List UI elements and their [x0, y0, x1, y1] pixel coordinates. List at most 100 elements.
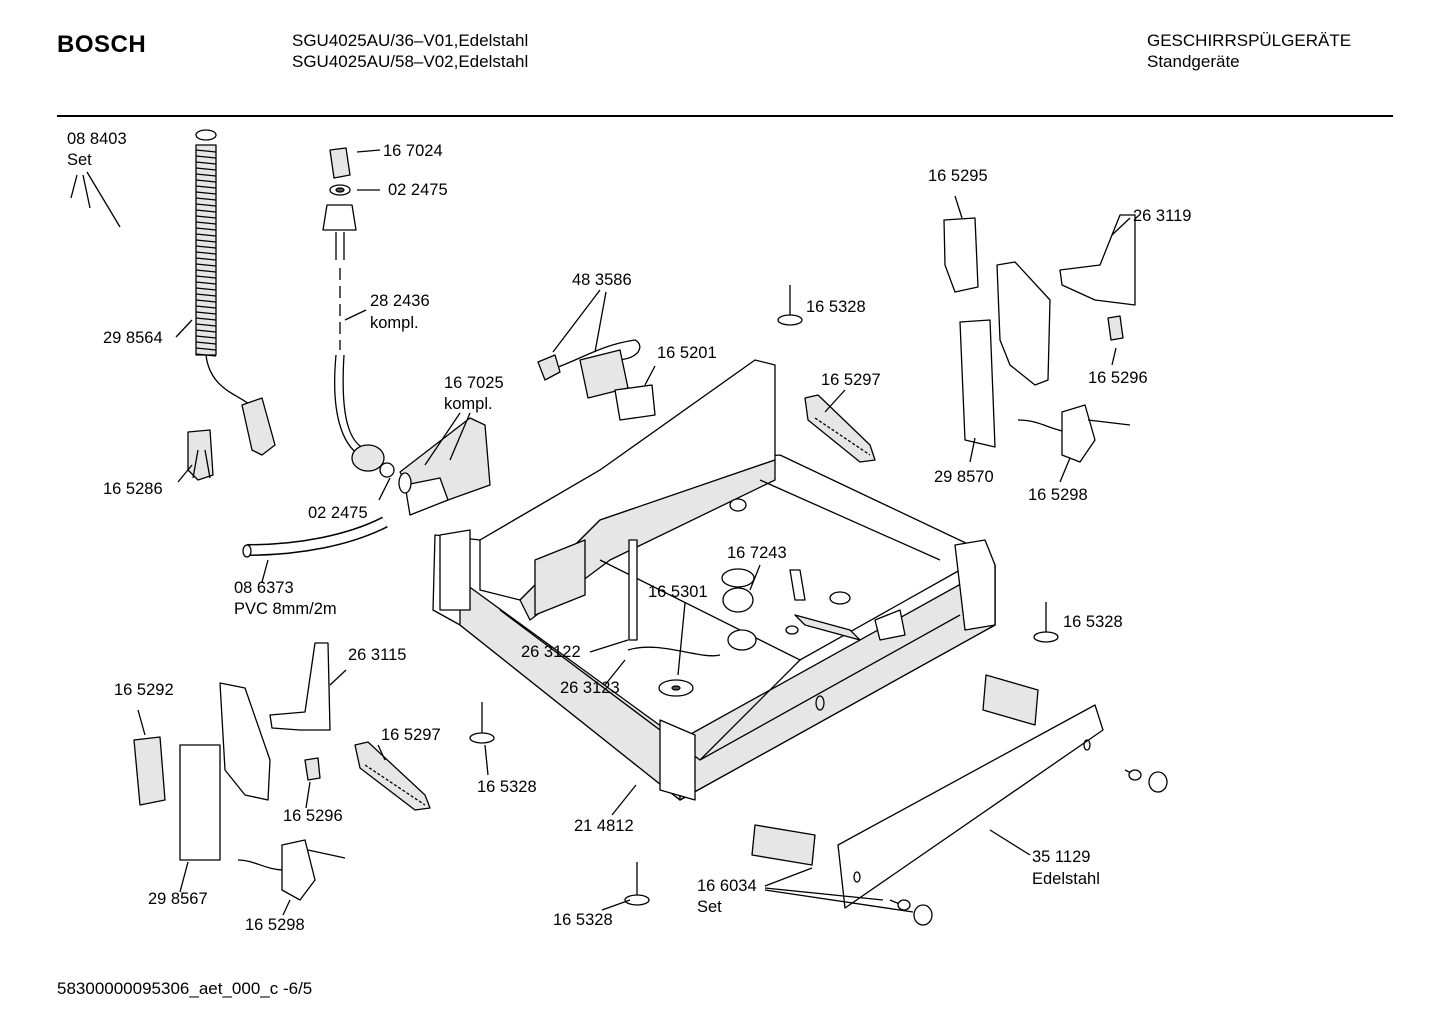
label-165298-a: 16 5298 [1028, 486, 1088, 504]
document-code: 58300000095306_aet_000_c -6/5 [57, 979, 313, 998]
screw-d [624, 862, 650, 906]
hose-rib [195, 197, 217, 201]
cable-harness-drawing [537, 339, 656, 421]
hose-rib [195, 317, 217, 321]
label-166034-set: Set [697, 898, 722, 916]
label-298567: 29 8567 [148, 890, 208, 908]
appliance-category: GESCHIRRSPÜLGERÄTE Standgeräte [1147, 30, 1351, 72]
screw-drawings [469, 285, 1059, 906]
label-351129: 35 1129 [1032, 848, 1090, 866]
hose-rib [195, 239, 217, 243]
kickplate-drawing [751, 674, 1168, 926]
model-line: SGU4025AU/36–V01,Edelstahl [292, 31, 529, 50]
label-166034: 16 6034 [697, 877, 757, 895]
hose-rib [195, 341, 217, 345]
category-subtitle: Standgeräte [1147, 52, 1240, 71]
spring-drawings [354, 394, 876, 811]
hose-rib [195, 191, 217, 195]
left-hinge-drawing [133, 642, 346, 901]
model-line: SGU4025AU/58–V02,Edelstahl [292, 52, 529, 71]
brand-logo: BOSCH [57, 31, 147, 58]
label-483586: 48 3586 [572, 271, 632, 289]
hose-rib [195, 275, 217, 279]
label-165296-b: 16 5296 [283, 807, 343, 825]
hose-rib [195, 179, 217, 183]
label-167243: 16 7243 [727, 544, 787, 562]
label-086373-pvc: PVC 8mm/2m [234, 600, 337, 618]
label-165292: 16 5292 [114, 681, 174, 699]
hose-rib [195, 305, 217, 309]
hose-rib [195, 311, 217, 315]
label-165298-b: 16 5298 [245, 916, 305, 934]
hose-rib [195, 329, 217, 333]
hose-rib [195, 227, 217, 231]
label-167025-kompl: kompl. [444, 395, 493, 413]
label-165296-a: 16 5296 [1088, 369, 1148, 387]
hose-rib [195, 257, 217, 261]
base-tub-drawing [432, 359, 996, 801]
label-351129-edelstahl: Edelstahl [1032, 870, 1100, 888]
label-263115: 26 3115 [348, 646, 406, 664]
hose-rib [195, 287, 217, 291]
label-165297-b: 16 5297 [381, 726, 441, 744]
label-298570: 29 8570 [934, 468, 994, 486]
hose-rib [195, 299, 217, 303]
header-divider [57, 115, 1393, 117]
hose-rib [195, 293, 217, 297]
right-hinge-drawing [943, 214, 1136, 463]
drain-hose-drawing [70, 129, 276, 456]
label-263122: 26 3122 [521, 643, 581, 661]
inlet-hose-drawing [322, 147, 491, 516]
label-165201: 16 5201 [657, 344, 717, 362]
hose-rib [195, 281, 217, 285]
hose-clip-drawing [187, 429, 214, 481]
label-165286: 16 5286 [103, 480, 163, 498]
label-022475-top: 02 2475 [388, 181, 448, 199]
model-list: SGU4025AU/36–V01,Edelstahl SGU4025AU/58–… [292, 30, 528, 72]
hose-rib [195, 209, 217, 213]
hose-rib [195, 233, 217, 237]
hose-rib [195, 155, 217, 159]
label-165297-a: 16 5297 [821, 371, 881, 389]
label-165328-b: 16 5328 [1063, 613, 1123, 631]
screw-b [1033, 602, 1059, 643]
label-263119: 26 3119 [1133, 207, 1191, 225]
label-088403-set: Set [67, 151, 92, 169]
label-165301: 16 5301 [648, 583, 708, 601]
label-282436-kompl: kompl. [370, 314, 419, 332]
screw-a [777, 285, 803, 326]
hose-rib [195, 251, 217, 255]
label-086373: 08 6373 [234, 579, 294, 597]
label-165328-c: 16 5328 [477, 778, 537, 796]
label-165295: 16 5295 [928, 167, 988, 185]
hose-rib [195, 149, 217, 153]
hose-rib [195, 185, 217, 189]
label-298564: 29 8564 [103, 329, 163, 347]
pvc-tube-drawing [242, 516, 388, 558]
hose-rib [195, 173, 217, 177]
part-number-labels: 08 8403 Set 29 8564 16 7024 02 2475 28 2… [67, 130, 1191, 934]
label-167024: 16 7024 [383, 142, 443, 160]
hose-rib [195, 269, 217, 273]
label-165328-a: 16 5328 [806, 298, 866, 316]
hose-rib [195, 215, 217, 219]
hose-rib [195, 335, 217, 339]
hose-rib [195, 323, 217, 327]
leader-lines [137, 149, 1131, 916]
label-214812: 21 4812 [574, 817, 634, 835]
label-167025: 16 7025 [444, 374, 504, 392]
label-088403: 08 8403 [67, 130, 127, 148]
category-title: GESCHIRRSPÜLGERÄTE [1147, 31, 1352, 50]
hose-rib [195, 161, 217, 165]
label-022475-bottom: 02 2475 [308, 504, 368, 522]
screw-c [469, 702, 495, 744]
label-282436: 28 2436 [370, 292, 430, 310]
label-165328-d: 16 5328 [553, 911, 613, 929]
hose-rib [195, 245, 217, 249]
hose-rib [195, 167, 217, 171]
hose-rib [195, 347, 217, 351]
hose-rib [195, 221, 217, 225]
hose-rib [195, 263, 217, 267]
hose-rib [195, 203, 217, 207]
